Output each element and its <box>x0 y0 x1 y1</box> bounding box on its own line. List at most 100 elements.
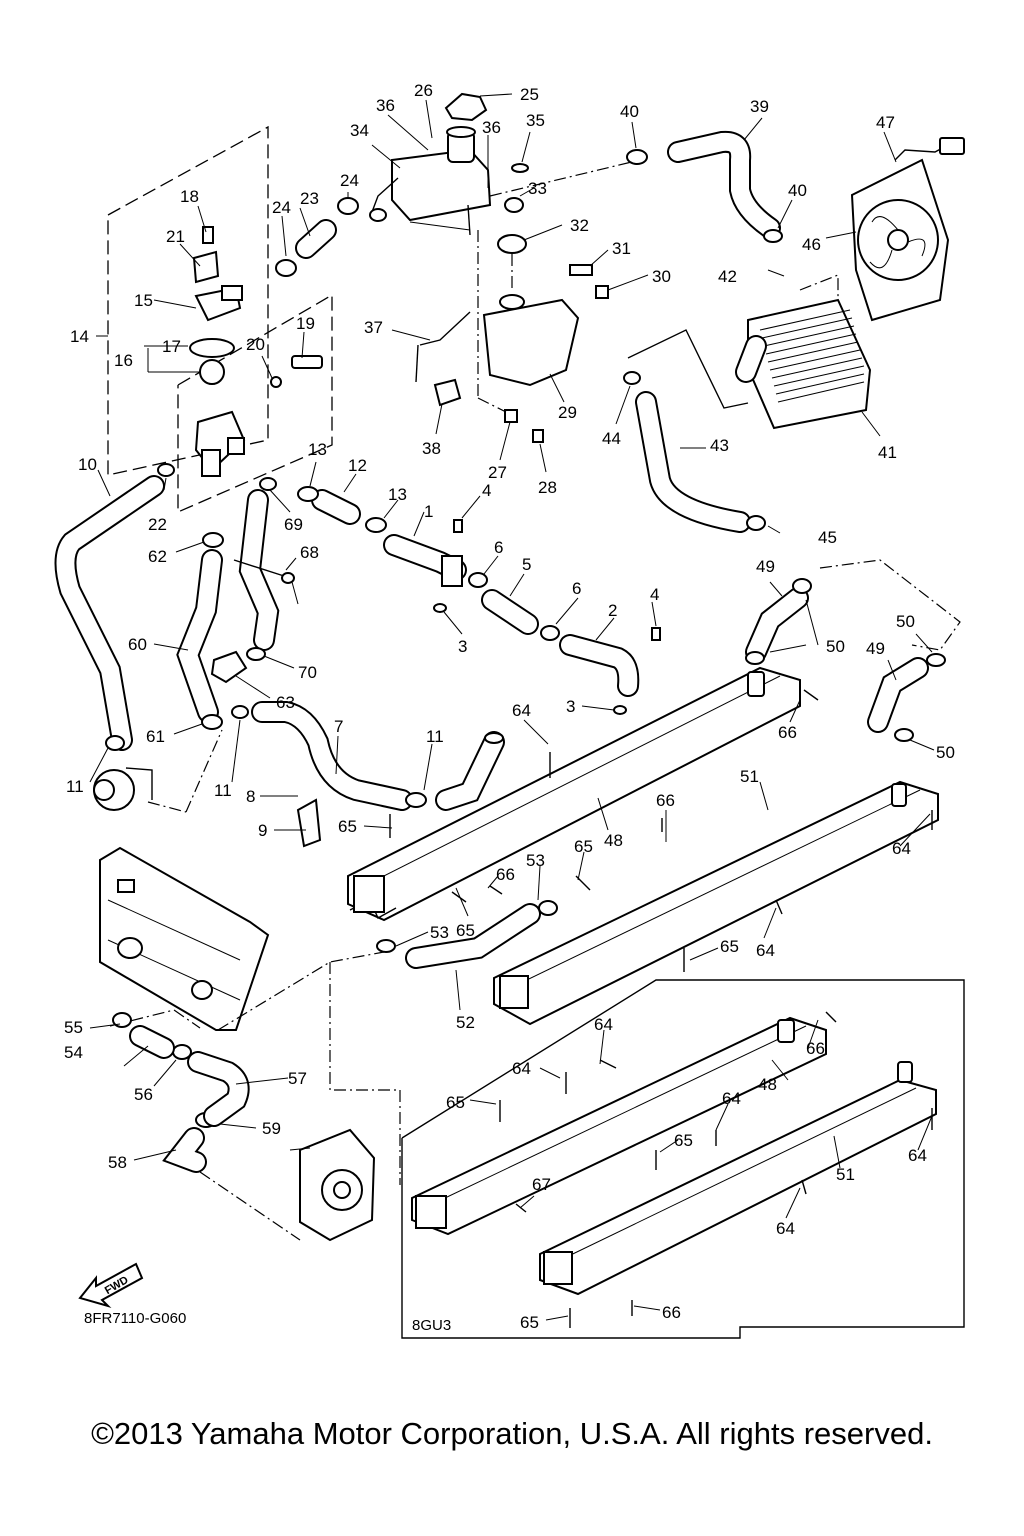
callout: 21 <box>166 227 185 246</box>
callout: 5 <box>522 555 531 574</box>
callout: 22 <box>148 515 167 534</box>
callout: 18 <box>180 187 199 206</box>
thermostat-housing <box>189 226 323 477</box>
callout: 31 <box>612 239 631 258</box>
callout: 46 <box>802 235 821 254</box>
callout: 67 <box>532 1175 551 1194</box>
pipe-1 <box>383 534 467 587</box>
hose-60 <box>176 549 223 723</box>
pipe-2 <box>559 634 640 697</box>
callout: 6 <box>572 579 581 598</box>
drawing-code: 8FR7110-G060 <box>84 1310 186 1327</box>
callout: 30 <box>652 267 671 286</box>
callout: 52 <box>456 1013 475 1032</box>
callout: 48 <box>758 1075 777 1094</box>
callout-labels: 1 2 3 3 4 4 5 6 6 7 8 9 10 11 11 11 12 1… <box>64 81 955 1332</box>
callout: 17 <box>162 337 181 356</box>
fastener-pins <box>389 689 933 1328</box>
callout: 49 <box>866 639 885 658</box>
callout: 41 <box>878 443 897 462</box>
callout: 15 <box>134 291 153 310</box>
callout: 42 <box>718 267 737 286</box>
callout: 64 <box>776 1219 795 1238</box>
callout: 20 <box>246 335 265 354</box>
hose-12 <box>311 489 361 525</box>
callout: 38 <box>422 439 441 458</box>
hose-49-left <box>745 587 809 663</box>
callout: 1 <box>424 502 433 521</box>
callout: 64 <box>512 1059 531 1078</box>
engine-block <box>99 846 270 1031</box>
callout: 60 <box>128 635 147 654</box>
coolant-reservoir-tank <box>369 126 492 236</box>
fwd-label: FWD <box>103 1274 131 1297</box>
hose-67 <box>233 489 285 651</box>
tank-cap <box>444 92 488 122</box>
radiator-fan <box>850 137 965 322</box>
callout: 35 <box>526 111 545 130</box>
callout: 37 <box>364 318 383 337</box>
callout: 4 <box>650 585 659 604</box>
callout: 50 <box>936 743 955 762</box>
callout: 3 <box>458 637 467 656</box>
variant-code: 8GU3 <box>412 1317 451 1334</box>
callout: 34 <box>350 121 369 140</box>
callout: 24 <box>340 171 359 190</box>
callout: 54 <box>64 1043 83 1062</box>
callout: 11 <box>66 777 84 796</box>
callout: 66 <box>662 1303 681 1322</box>
callout: 66 <box>806 1039 825 1058</box>
radiator-upper-hose <box>626 130 783 243</box>
callout: 65 <box>520 1313 539 1332</box>
callout: 48 <box>604 831 623 850</box>
callout: 59 <box>262 1119 281 1138</box>
callout: 50 <box>826 637 845 656</box>
small-fittings-top <box>433 163 609 443</box>
callout: 25 <box>520 85 539 104</box>
callout: 53 <box>430 923 449 942</box>
callout: 36 <box>376 96 395 115</box>
callout: 4 <box>482 481 491 500</box>
callout: 64 <box>512 701 531 720</box>
callout: 6 <box>494 538 503 557</box>
callout: 64 <box>892 839 911 858</box>
callout: 57 <box>288 1069 307 1088</box>
callout: 33 <box>528 179 547 198</box>
callout: 64 <box>722 1089 741 1108</box>
callout: 68 <box>300 543 319 562</box>
heat-exchanger-51-variant <box>539 1061 937 1296</box>
timing-cover <box>289 1128 376 1242</box>
callout: 64 <box>756 941 775 960</box>
callout: 14 <box>70 327 89 346</box>
callout: 3 <box>566 697 575 716</box>
leader-line <box>199 1171 301 1241</box>
hose-5 <box>481 589 539 635</box>
callout: 40 <box>620 102 639 121</box>
variant-8gu3-box <box>401 979 965 1339</box>
hose-52 <box>405 903 541 969</box>
radiator <box>735 298 872 430</box>
fwd-arrow-icon: FWD <box>78 1262 144 1309</box>
callout: 65 <box>338 817 357 836</box>
callout: 10 <box>78 455 97 474</box>
callout: 56 <box>134 1085 153 1104</box>
callout: 19 <box>296 314 315 333</box>
callout: 65 <box>574 837 593 856</box>
callout: 11 <box>426 727 444 746</box>
leader-line <box>489 159 641 197</box>
callout: 9 <box>258 821 267 840</box>
callout: 24 <box>272 198 291 217</box>
callout: 49 <box>756 557 775 576</box>
leader-line <box>329 962 401 1185</box>
leader-line <box>627 329 749 409</box>
callout: 69 <box>284 515 303 534</box>
hose-54 <box>112 1012 175 1059</box>
callout: 61 <box>146 727 165 746</box>
callout: 13 <box>388 485 407 504</box>
callout: 47 <box>876 113 895 132</box>
callout: 65 <box>720 937 739 956</box>
callout: 51 <box>836 1165 855 1184</box>
heat-exchanger-51 <box>493 780 939 1026</box>
callout: 64 <box>594 1015 613 1034</box>
